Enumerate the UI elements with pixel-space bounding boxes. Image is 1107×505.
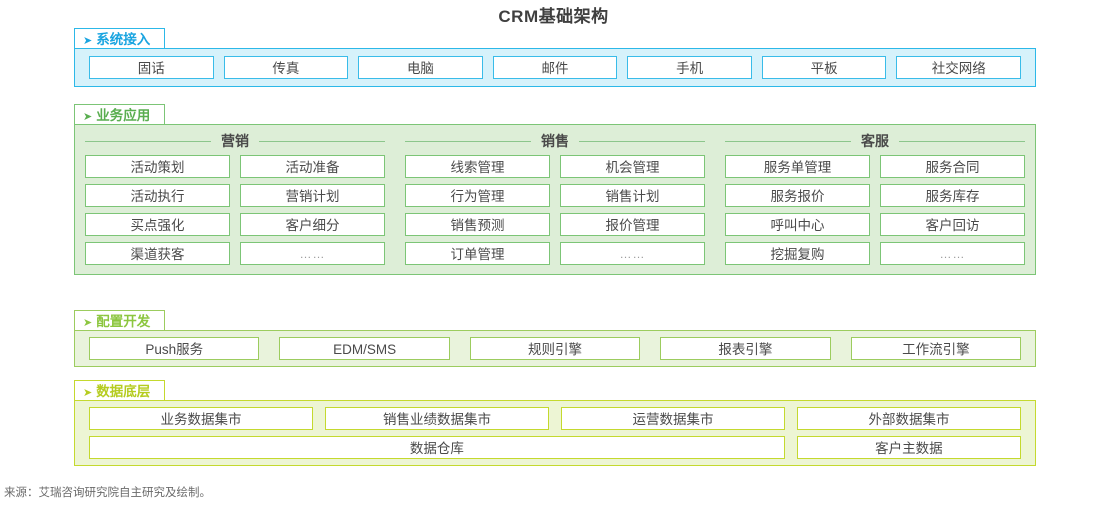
business-item[interactable]: 营销计划 bbox=[240, 184, 385, 207]
business-item[interactable]: 服务单管理 bbox=[725, 155, 870, 178]
access-item[interactable]: 手机 bbox=[627, 56, 752, 79]
business-item[interactable]: 服务库存 bbox=[880, 184, 1025, 207]
section-body-config-development: Push服务 EDM/SMS 规则引擎 报表引擎 工作流引擎 bbox=[74, 330, 1036, 367]
group-item-row: 行为管理 销售计划 bbox=[405, 184, 705, 207]
group-header: 客服 bbox=[725, 131, 1025, 151]
data-item-warehouse[interactable]: 数据仓库 bbox=[89, 436, 785, 459]
section-label-text: 数据底层 bbox=[96, 384, 151, 399]
section-body-system-access: 固话 传真 电脑 邮件 手机 平板 社交网络 bbox=[74, 48, 1036, 87]
business-item[interactable]: 机会管理 bbox=[560, 155, 705, 178]
business-item[interactable]: 行为管理 bbox=[405, 184, 550, 207]
access-item[interactable]: 平板 bbox=[761, 56, 887, 79]
group-name: 销售 bbox=[541, 133, 569, 149]
section-label-text: 配置开发 bbox=[96, 314, 151, 329]
config-item[interactable]: Push服务 bbox=[89, 337, 260, 360]
access-item[interactable]: 电脑 bbox=[358, 56, 483, 79]
business-item[interactable]: 订单管理 bbox=[405, 242, 550, 265]
access-item[interactable]: 传真 bbox=[223, 56, 349, 79]
group-header: 营销 bbox=[85, 131, 385, 151]
group-item-row: 呼叫中心 客户回访 bbox=[725, 213, 1025, 236]
group-item-row: 活动策划 活动准备 bbox=[85, 155, 385, 178]
business-item[interactable]: 客户细分 bbox=[240, 213, 385, 236]
business-item-more[interactable]: …… bbox=[560, 242, 705, 265]
business-item[interactable]: 呼叫中心 bbox=[725, 213, 870, 236]
business-item[interactable]: 活动执行 bbox=[85, 184, 230, 207]
business-item[interactable]: 线索管理 bbox=[405, 155, 550, 178]
business-group-sales: 销售 线索管理 机会管理 行为管理 销售计划 销售预测 bbox=[405, 131, 705, 265]
business-group-customer-service: 客服 服务单管理 服务合同 服务报价 服务库存 呼叫中心 bbox=[725, 131, 1025, 265]
data-item[interactable]: 销售业绩数据集市 bbox=[325, 407, 549, 430]
data-warehouse-row: 数据仓库 客户主数据 bbox=[89, 436, 1021, 459]
business-item[interactable]: 服务报价 bbox=[725, 184, 870, 207]
business-item-more[interactable]: …… bbox=[240, 242, 385, 265]
group-item-row: 线索管理 机会管理 bbox=[405, 155, 705, 178]
section-label-text: 业务应用 bbox=[96, 108, 151, 123]
source-note: 来源：艾瑞咨询研究院自主研究及绘制。 bbox=[4, 487, 211, 499]
data-item[interactable]: 运营数据集市 bbox=[561, 407, 785, 430]
config-item[interactable]: 报表引擎 bbox=[660, 337, 831, 360]
group-item-row: 挖掘复购 …… bbox=[725, 242, 1025, 265]
group-item-row: 服务报价 服务库存 bbox=[725, 184, 1025, 207]
chevron-right-icon: ➤ bbox=[83, 35, 93, 47]
section-label-system-access: ➤系统接入 bbox=[74, 28, 166, 49]
group-name: 客服 bbox=[861, 133, 889, 149]
business-item-more[interactable]: …… bbox=[880, 242, 1025, 265]
section-label-config-development: ➤配置开发 bbox=[74, 310, 166, 331]
access-item[interactable]: 邮件 bbox=[492, 56, 618, 79]
business-group-marketing: 营销 活动策划 活动准备 活动执行 营销计划 买点强化 bbox=[85, 131, 385, 265]
business-item[interactable]: 销售预测 bbox=[405, 213, 550, 236]
config-item[interactable]: EDM/SMS bbox=[279, 337, 450, 360]
business-item[interactable]: 活动准备 bbox=[240, 155, 385, 178]
chevron-right-icon: ➤ bbox=[83, 317, 93, 329]
data-item[interactable]: 外部数据集市 bbox=[797, 407, 1021, 430]
chevron-right-icon: ➤ bbox=[83, 387, 93, 399]
section-data-layer: ➤数据底层 业务数据集市 销售业绩数据集市 运营数据集市 外部数据集市 数据仓库… bbox=[74, 380, 1036, 466]
section-body-business-apps: 营销 活动策划 活动准备 活动执行 营销计划 买点强化 bbox=[74, 124, 1036, 275]
group-item-grid: 服务单管理 服务合同 服务报价 服务库存 呼叫中心 客户回访 挖掘复购 bbox=[725, 155, 1025, 265]
page-title: CRM基础架构 bbox=[498, 7, 609, 26]
divider-line-left bbox=[405, 141, 531, 142]
access-items-row: 固话 传真 电脑 邮件 手机 平板 社交网络 bbox=[75, 49, 1035, 86]
group-header: 销售 bbox=[405, 131, 705, 151]
group-item-row: 渠道获客 …… bbox=[85, 242, 385, 265]
divider-line-right bbox=[899, 141, 1025, 142]
group-item-row: 买点强化 客户细分 bbox=[85, 213, 385, 236]
business-item[interactable]: 销售计划 bbox=[560, 184, 705, 207]
group-item-row: 服务单管理 服务合同 bbox=[725, 155, 1025, 178]
section-system-access: ➤系统接入 固话 传真 电脑 邮件 手机 平板 社交网络 bbox=[74, 28, 1036, 87]
divider-line-right bbox=[259, 141, 385, 142]
divider-line-left bbox=[725, 141, 851, 142]
section-config-development: ➤配置开发 Push服务 EDM/SMS 规则引擎 报表引擎 工作流引擎 bbox=[74, 310, 1036, 367]
data-item-master[interactable]: 客户主数据 bbox=[796, 436, 1021, 459]
business-item[interactable]: 渠道获客 bbox=[85, 242, 230, 265]
data-marts-row: 业务数据集市 销售业绩数据集市 运营数据集市 外部数据集市 bbox=[89, 407, 1021, 430]
section-body-data-layer: 业务数据集市 销售业绩数据集市 运营数据集市 外部数据集市 数据仓库 客户主数据 bbox=[74, 400, 1036, 466]
business-item[interactable]: 客户回访 bbox=[880, 213, 1025, 236]
config-item[interactable]: 工作流引擎 bbox=[850, 337, 1022, 360]
access-item[interactable]: 固话 bbox=[89, 56, 214, 79]
business-item[interactable]: 买点强化 bbox=[85, 213, 230, 236]
group-item-row: 订单管理 …… bbox=[405, 242, 705, 265]
config-items-row: Push服务 EDM/SMS 规则引擎 报表引擎 工作流引擎 bbox=[75, 331, 1035, 366]
chevron-right-icon: ➤ bbox=[83, 111, 93, 123]
divider-line-left bbox=[85, 141, 211, 142]
business-item[interactable]: 挖掘复购 bbox=[725, 242, 870, 265]
group-item-row: 活动执行 营销计划 bbox=[85, 184, 385, 207]
group-name: 营销 bbox=[221, 133, 249, 149]
data-item[interactable]: 业务数据集市 bbox=[89, 407, 313, 430]
section-label-data-layer: ➤数据底层 bbox=[74, 380, 166, 401]
group-item-grid: 活动策划 活动准备 活动执行 营销计划 买点强化 客户细分 渠道获客 bbox=[85, 155, 385, 265]
group-item-grid: 线索管理 机会管理 行为管理 销售计划 销售预测 报价管理 订单管理 bbox=[405, 155, 705, 265]
divider-line-right bbox=[579, 141, 705, 142]
config-item[interactable]: 规则引擎 bbox=[469, 337, 641, 360]
access-item[interactable]: 社交网络 bbox=[896, 56, 1022, 79]
business-group-columns: 营销 活动策划 活动准备 活动执行 营销计划 买点强化 bbox=[85, 131, 1025, 265]
business-item[interactable]: 服务合同 bbox=[880, 155, 1025, 178]
section-business-apps: ➤业务应用 营销 活动策划 活动准备 bbox=[74, 104, 1036, 275]
business-item[interactable]: 活动策划 bbox=[85, 155, 230, 178]
group-item-row: 销售预测 报价管理 bbox=[405, 213, 705, 236]
section-label-text: 系统接入 bbox=[96, 32, 151, 47]
business-item[interactable]: 报价管理 bbox=[560, 213, 705, 236]
section-label-business-apps: ➤业务应用 bbox=[74, 104, 166, 125]
